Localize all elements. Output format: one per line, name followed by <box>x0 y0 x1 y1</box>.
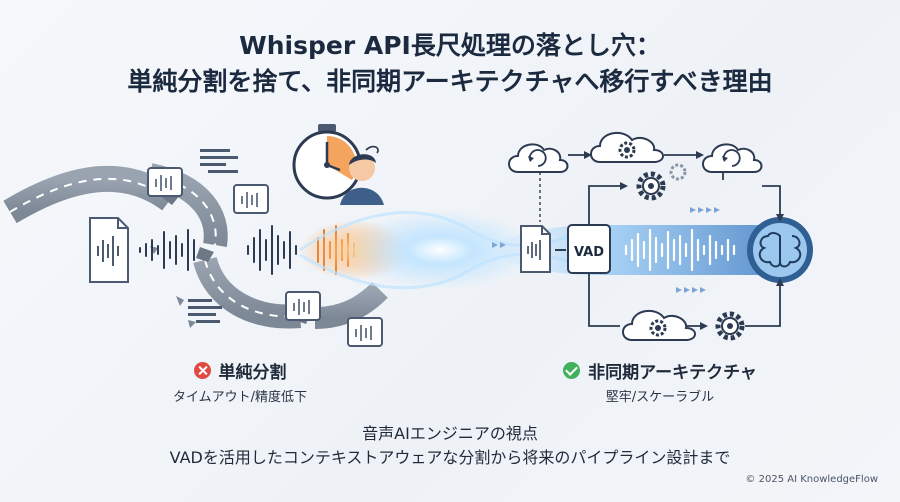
footer-line-1: 音声AIエンジニアの視点 <box>362 424 538 443</box>
waveform-left <box>139 225 297 275</box>
vad-box: VAD <box>567 224 611 274</box>
stopwatch-icon <box>292 124 362 200</box>
text-snippets <box>188 149 238 323</box>
right-sublabel: 堅牢/スケーラブル <box>605 390 715 405</box>
left-sublabel: タイムアウト/精度低下 <box>172 390 308 405</box>
audio-snippet-icon <box>147 167 383 347</box>
vad-label: VAD <box>574 245 604 260</box>
brain-icon <box>747 217 813 283</box>
stressed-person-icon <box>340 145 384 205</box>
right-label: 非同期アーキテクチャ <box>588 363 757 383</box>
left-label-block: 単純分割 タイムアウト/精度低下 <box>140 358 340 405</box>
check-icon <box>563 362 581 379</box>
error-icon <box>193 362 211 379</box>
cloud-gear-icon-2 <box>622 309 696 341</box>
cloud-sync-icon <box>508 143 569 173</box>
cloud-gear-icon <box>590 131 664 163</box>
page-title: Whisper API長尺処理の落とし穴： 単純分割を捨て、非同期アーキテクチャ… <box>0 28 900 100</box>
gear-icon <box>636 163 745 341</box>
right-label-block: 非同期アーキテクチャ 堅牢/スケーラブル <box>540 358 780 405</box>
footer-line-2: VADを活用したコンテキストアウェアな分割から将来のパイプライン設計まで <box>169 448 731 467</box>
document-icon-right <box>520 225 551 273</box>
diagram-scene: VAD <box>3 124 813 347</box>
left-label: 単純分割 <box>218 363 287 383</box>
title-line-1: Whisper API長尺処理の落とし穴： <box>239 31 661 60</box>
cloud-sync-icon-2 <box>702 143 763 173</box>
data-stream <box>480 225 790 275</box>
document-icon <box>89 217 129 283</box>
flow-chevrons <box>492 207 720 293</box>
copyright: © 2025 AI KnowledgeFlow <box>745 474 878 485</box>
waveform-right <box>624 228 736 272</box>
title-line-2: 単純分割を捨て、非同期アーキテクチャへ移行すべき理由 <box>127 67 773 96</box>
